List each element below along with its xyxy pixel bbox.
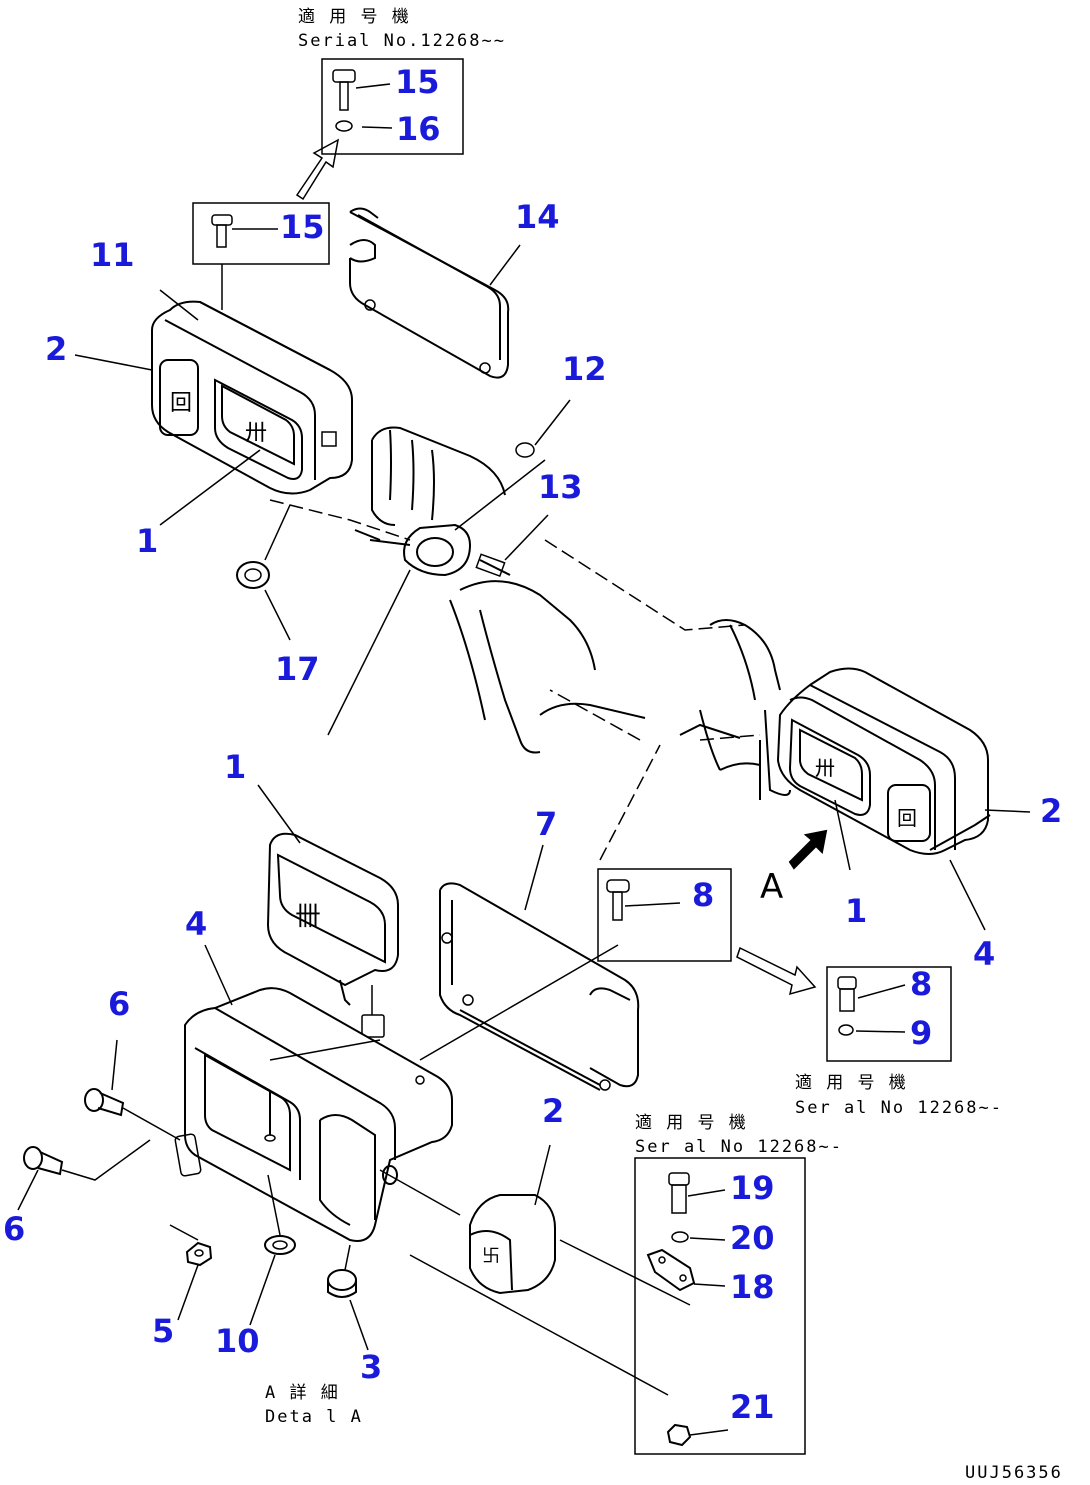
arrow-right-icon <box>736 946 817 996</box>
callout-5: 5 <box>152 1312 174 1350</box>
washer-9-icon <box>838 1024 854 1036</box>
callout-4-right: 4 <box>973 935 995 973</box>
detail-box-15 <box>192 202 330 265</box>
serial-note-right: Ser al No 12268~- <box>795 1098 1003 1118</box>
bracket-4 <box>174 987 453 1242</box>
callout-15: 15 <box>280 208 325 246</box>
callout-2-lower: 2 <box>542 1092 564 1130</box>
callout-2-right: 2 <box>1040 792 1062 830</box>
bolt-6-upper-icon <box>84 1088 125 1117</box>
lamp-assembly-upper: 回 卅 <box>151 300 353 495</box>
lamp-1-detail: 卌 <box>266 832 399 1038</box>
drawing-id: UUJ56356 <box>965 1463 1063 1483</box>
callout-16: 16 <box>396 110 441 148</box>
callout-8: 8 <box>692 876 714 914</box>
bolt-lower-icon <box>382 1165 398 1185</box>
svg-text:卐: 卐 <box>482 1246 500 1267</box>
cover-7 <box>439 882 640 1091</box>
detail-box-serial-15-16 <box>321 58 464 155</box>
callout-6-lower: 6 <box>3 1210 25 1248</box>
callout-12: 12 <box>562 350 607 388</box>
callout-17: 17 <box>275 650 320 688</box>
callout-2-upper: 2 <box>45 330 67 368</box>
callout-3: 3 <box>360 1348 382 1386</box>
bolt-19-icon <box>668 1172 690 1214</box>
detail-box-serial-8-9 <box>826 966 952 1062</box>
callout-10: 10 <box>215 1322 260 1360</box>
nut-21-icon <box>666 1423 692 1447</box>
view-letter-a: A <box>760 867 783 907</box>
bolt-8-icon <box>606 879 630 921</box>
washer-20-icon <box>671 1231 689 1243</box>
detail-a-note: Deta l A <box>265 1407 363 1427</box>
bolt-15-icon <box>211 214 233 248</box>
washer-16-icon <box>335 120 353 132</box>
callout-15-serial: 15 <box>395 63 440 101</box>
svg-text:卅: 卅 <box>815 756 835 780</box>
serial-note-jp-right: 適 用 号 機 <box>795 1073 908 1093</box>
nut-5-icon <box>185 1241 213 1267</box>
callout-7: 7 <box>535 805 557 843</box>
svg-text:卅: 卅 <box>245 421 267 446</box>
nut-17-icon <box>236 561 270 589</box>
svg-text:卌: 卌 <box>295 902 321 932</box>
callout-20: 20 <box>730 1219 775 1257</box>
detail-a-note-jp: A 詳 細 <box>265 1383 340 1403</box>
svg-text:回: 回 <box>897 806 917 830</box>
arrow-up-icon <box>295 138 340 201</box>
callout-4-lower: 4 <box>185 905 207 943</box>
serial-note-top: Serial No.12268~~ <box>298 31 506 51</box>
callout-13: 13 <box>538 468 583 506</box>
callout-8-serial: 8 <box>910 965 932 1003</box>
washer-10-icon <box>264 1235 296 1255</box>
detail-box-serial-18-21 <box>634 1157 806 1455</box>
serial-note-jp-bottom: 適 用 号 機 <box>635 1113 748 1133</box>
callout-11: 11 <box>90 236 135 274</box>
nut-3-icon <box>327 1269 357 1298</box>
callout-19: 19 <box>730 1169 775 1207</box>
serial-note-jp-top: 適 用 号 機 <box>298 7 411 27</box>
bolt-6-lower-icon <box>23 1146 64 1176</box>
callout-6-upper: 6 <box>108 985 130 1023</box>
lamp-2-lower: 卐 <box>469 1194 556 1295</box>
serial-note-bottom: Ser al No 12268~- <box>635 1137 843 1157</box>
callout-1-right: 1 <box>845 892 867 930</box>
view-arrow-a-icon <box>788 829 828 870</box>
axle-body <box>269 426 781 771</box>
callout-18: 18 <box>730 1268 775 1306</box>
callout-9: 9 <box>910 1014 932 1052</box>
nut-12-icon <box>515 442 535 458</box>
bolt-8-detail-icon <box>837 976 857 1012</box>
callout-21: 21 <box>730 1388 775 1426</box>
bracket-18-icon <box>646 1248 696 1292</box>
callout-1-upper: 1 <box>136 522 158 560</box>
svg-text:回: 回 <box>170 391 192 416</box>
lamp-assembly-right: 卅 回 <box>759 667 991 855</box>
callout-14: 14 <box>515 198 560 236</box>
detail-box-8 <box>597 868 732 962</box>
bolt-15-detail-icon <box>332 69 356 111</box>
callout-1-middle: 1 <box>224 748 246 786</box>
cover-14 <box>349 207 510 379</box>
